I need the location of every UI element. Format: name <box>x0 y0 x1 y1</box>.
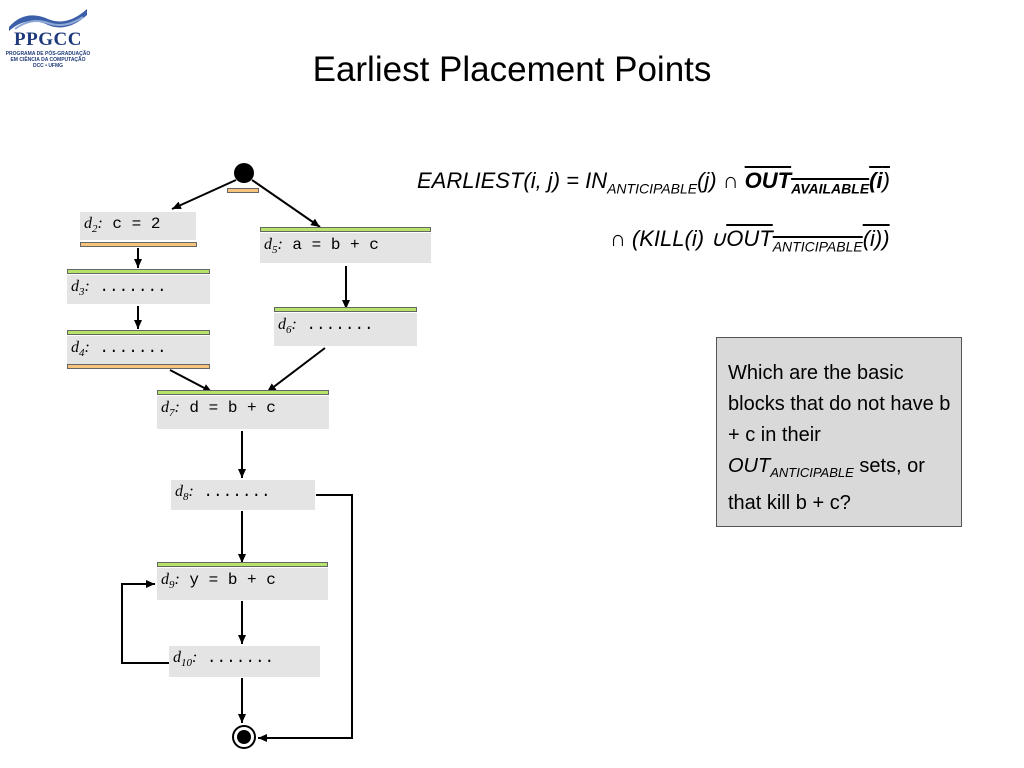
edge-d6-d7 <box>266 347 326 393</box>
logo-text: PPGCC <box>14 29 82 50</box>
block-d4: d4: ....... <box>67 336 210 364</box>
end-node <box>237 730 251 744</box>
formula-line-1: EARLIEST(i, j) = INANTICIPABLE(j) ∩ OUTA… <box>417 168 890 197</box>
edge-d10-d9-loop <box>121 580 169 664</box>
block-d2: d2: c = 2 <box>80 212 196 240</box>
program-point-bar <box>274 307 417 312</box>
formula-line-2: ∩ (KILL(i) ∪OUTANTICIPABLE(i)) <box>610 226 890 255</box>
program-point-bar <box>67 364 210 369</box>
logo-subtitle-2: EM CIÊNCIA DA COMPUTAÇÃO <box>10 57 86 63</box>
logo-subtitle-1: PROGRAMA DE PÓS-GRADUAÇÃO <box>5 51 91 57</box>
edge-d4-d7 <box>169 369 213 393</box>
question-box: Which are the basic blocks that do not h… <box>716 337 962 527</box>
program-point-bar <box>80 242 197 247</box>
block-d9: d9: y = b + c <box>157 568 328 600</box>
program-point-bar <box>260 227 431 232</box>
edge-d8-exit <box>258 494 353 742</box>
block-d10: d10: ....... <box>169 646 320 677</box>
logo-wave-icon <box>9 9 87 31</box>
edge-entry-d5 <box>251 179 321 228</box>
block-d7: d7: d = b + c <box>157 396 329 429</box>
block-d6: d6: ....... <box>274 313 417 346</box>
program-point-bar <box>67 269 210 274</box>
start-node <box>234 163 254 183</box>
program-point-bar <box>67 330 210 335</box>
edge-entry-d2 <box>171 179 237 210</box>
program-point-bar <box>157 390 329 395</box>
program-point-bar <box>227 188 259 193</box>
logo-subtitle-3: DCC • UFMG <box>32 63 64 69</box>
block-d3: d3: ....... <box>67 275 210 304</box>
block-d5: d5: a = b + c <box>260 233 431 263</box>
program-point-bar <box>157 562 328 567</box>
slide-title: Earliest Placement Points <box>312 50 712 89</box>
ppgcc-logo: PPGCC PROGRAMA DE PÓS-GRADUAÇÃO EM CIÊNC… <box>5 5 91 69</box>
block-d8: d8: ....... <box>171 480 315 510</box>
